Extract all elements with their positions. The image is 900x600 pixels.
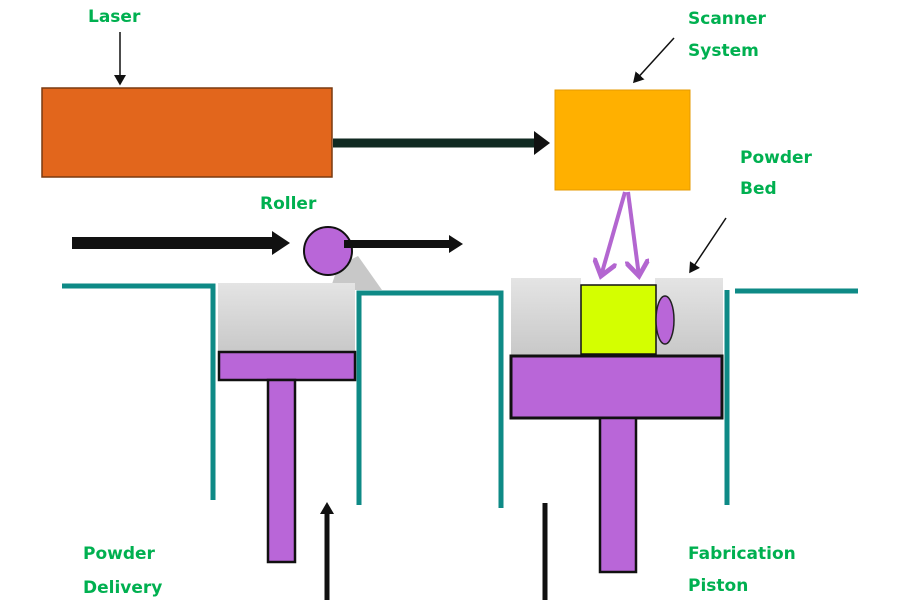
fabrication-label-line1: Fabrication xyxy=(688,544,796,564)
roller-push-arrowhead xyxy=(272,231,290,255)
scanner-label-line2: System xyxy=(688,41,759,61)
fabricated-part-feature xyxy=(655,295,675,345)
delivery-up-arrowhead xyxy=(320,502,334,514)
fabricated-part xyxy=(580,284,657,355)
powder-delivery-label-line1: Powder xyxy=(83,544,156,564)
roller-push-arrow xyxy=(72,237,274,249)
roller xyxy=(303,226,353,276)
chamber-walls xyxy=(62,283,858,508)
powder-bed-pointer xyxy=(689,217,727,274)
fabrication-piston-plate xyxy=(509,354,724,420)
scan-beam-right xyxy=(628,191,639,276)
laser-box xyxy=(41,87,333,178)
powder-bed-label-line1: Powder xyxy=(740,148,813,168)
scan-beam-left xyxy=(601,191,627,276)
delivery-piston-stem xyxy=(266,378,297,564)
scanner-label-line1: Scanner xyxy=(688,9,767,29)
laser-label: Laser xyxy=(88,7,141,27)
powder-bed-label-line2: Bed xyxy=(740,179,777,199)
bed-powder-left xyxy=(511,278,581,356)
roller-label: Roller xyxy=(260,194,317,214)
roller-motion-arrow xyxy=(344,240,450,248)
delivery-powder xyxy=(218,283,355,353)
powder-delivery-label-line2: Delivery xyxy=(83,578,162,598)
scanner-label-pointer xyxy=(632,37,675,84)
scanner-box xyxy=(554,89,691,191)
fabrication-label-line2: Piston xyxy=(688,576,748,596)
laser-beam-arrowhead xyxy=(534,131,550,155)
roller-motion-arrowhead xyxy=(449,235,463,253)
delivery-piston-plate xyxy=(217,350,357,382)
fabrication-piston-stem xyxy=(598,416,638,574)
